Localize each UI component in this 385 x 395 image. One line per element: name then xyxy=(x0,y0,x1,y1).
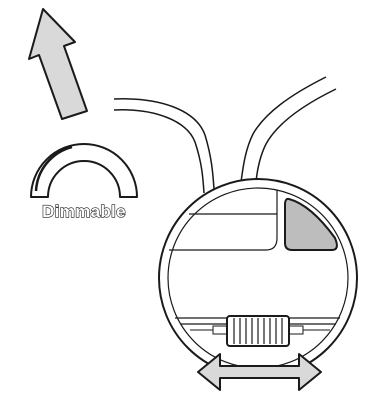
dimmable-label: Dimmable xyxy=(42,202,126,221)
right-cord xyxy=(240,76,337,183)
device-body xyxy=(158,178,358,378)
upper-panel xyxy=(169,190,278,251)
arrow-up-left-icon xyxy=(28,8,88,120)
left-cord xyxy=(113,98,215,194)
double-arrow-horizontal-icon xyxy=(197,353,322,391)
highlight-segment xyxy=(284,197,338,251)
slider-thumb[interactable] xyxy=(226,315,290,347)
dimmable-arc-icon xyxy=(30,143,138,198)
